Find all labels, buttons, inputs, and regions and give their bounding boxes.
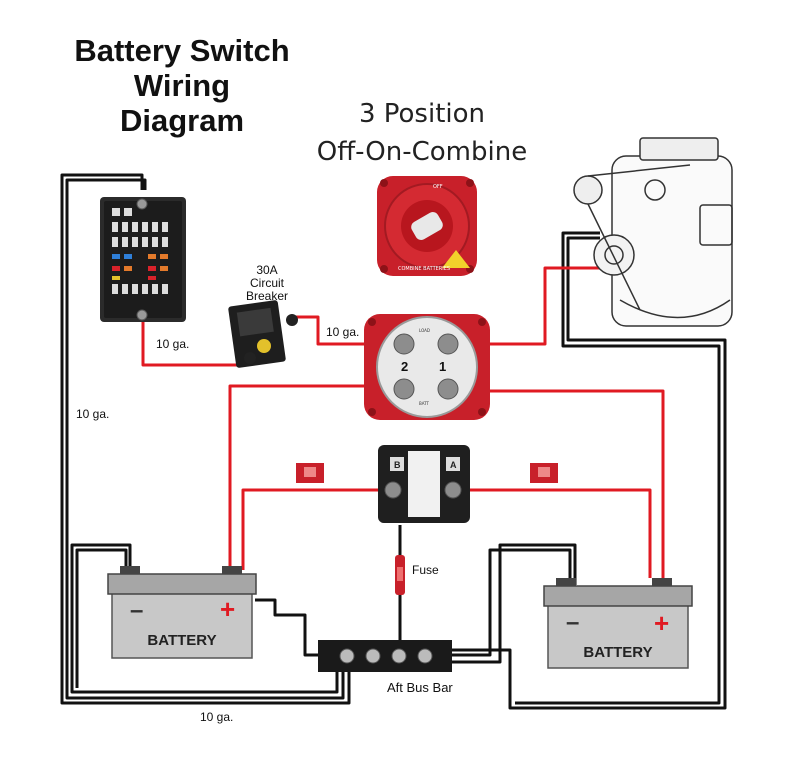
engine [573,137,733,327]
inline-fuse [395,555,405,595]
fuse-block [100,197,186,322]
battery-right-minus: – [566,609,579,636]
bus-bar [318,640,452,672]
circuit-breaker [228,300,298,368]
gauge-label-bottom-ground: 10 ga. [200,710,233,724]
gauge-label-fuse-block: 10 ga. [156,337,189,351]
switch-back [364,314,490,420]
breaker-label-2: Circuit [250,276,285,290]
battery-left [107,566,257,659]
battery-left-label: BATTERY [147,632,216,649]
subtitle-line-1: 3 Position [359,99,485,129]
breaker-label-1: 30A [256,263,277,277]
breaker-label-3: Breaker [246,289,288,303]
subtitle-line-2: Off-On-Combine [317,137,527,167]
switch-terminal-1: 1 [439,359,446,374]
switch-load-label: LOAD [419,328,430,333]
bus-bar-label: Aft Bus Bar [387,680,453,695]
fuse-label: Fuse [412,563,439,577]
switch-combine-label: COMBINE BATTERIES [398,266,450,272]
switch-off-label: OFF [433,184,443,190]
fuse-holder-right [530,463,558,483]
acr-terminal-a: A [450,460,457,470]
gauge-label-breaker-switch: 10 ga. [326,325,359,339]
title-line-1: Battery Switch [74,33,289,68]
battery-left-plus: + [220,594,235,624]
switch-terminal-2: 2 [401,359,408,374]
switch-batt-label: BATT [419,401,430,406]
battery-left-minus: – [130,597,143,624]
acr-terminal-b: B [394,460,401,470]
battery-right-label: BATTERY [583,644,652,661]
battery-right-plus: + [654,608,669,638]
acr-relay [378,445,470,523]
ground-wires [60,173,727,710]
positive-wires [141,266,665,578]
switch-dial [377,176,477,276]
battery-right [543,578,693,669]
fuse-holder-left [296,463,324,483]
title-line-2: Wiring [134,68,230,103]
title-line-3: Diagram [120,103,244,138]
gauge-label-left-ground: 10 ga. [76,407,109,421]
